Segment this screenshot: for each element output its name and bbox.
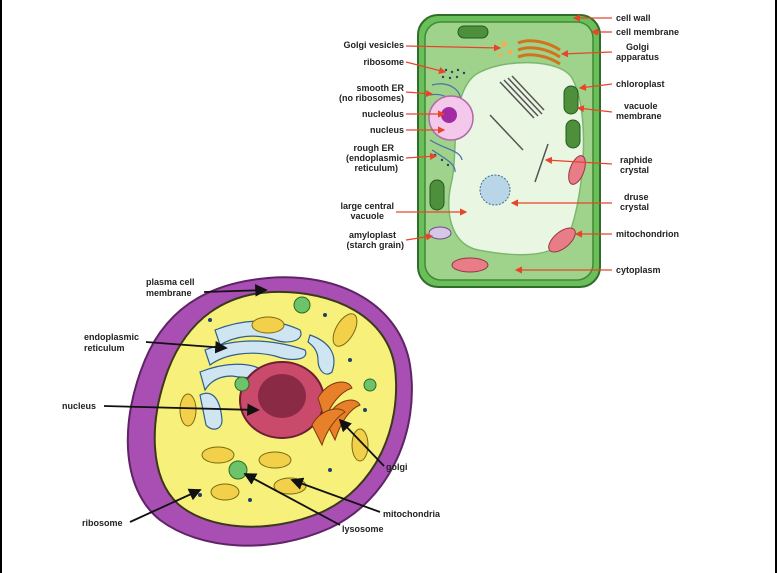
label-mitochondrion: mitochondrion (616, 229, 679, 239)
plant-cell (418, 15, 600, 287)
label-amyloplast-2: (starch grain) (346, 240, 404, 250)
label-nucleus-animal: nucleus (62, 401, 96, 411)
label-golgi: golgi (386, 462, 408, 472)
label-raphide-crystal-2: crystal (620, 165, 649, 175)
label-central-vacuole-2: vacuole (350, 211, 384, 221)
label-mitochondria: mitochondria (383, 509, 441, 519)
label-cytoplasm: cytoplasm (616, 265, 661, 275)
label-rough-er-3: reticulum) (354, 163, 398, 173)
label-nucleus-plant: nucleus (370, 125, 404, 135)
label-plasma-membrane: plasma cell (146, 277, 195, 287)
label-smooth-er: smooth ER (356, 83, 404, 93)
label-endoplasmic-reticulum: endoplasmic (84, 332, 139, 342)
label-golgi-vesicles: Golgi vesicles (343, 40, 404, 50)
animal-nucleolus (258, 374, 306, 418)
amyloplast (429, 227, 451, 239)
label-cell-wall: cell wall (616, 13, 651, 23)
label-druse-crystal-2: crystal (620, 202, 649, 212)
druse-crystal (480, 175, 510, 205)
label-smooth-er-note: (no ribosomes) (339, 93, 404, 103)
label-rough-er: rough ER (354, 143, 395, 153)
label-vacuole-membrane-2: membrane (616, 111, 662, 121)
label-cell-membrane: cell membrane (616, 27, 679, 37)
label-chloroplast: chloroplast (616, 79, 665, 89)
animal-cell (128, 277, 412, 545)
label-vacuole-membrane: vacuole (624, 101, 658, 111)
label-lysosome: lysosome (342, 524, 384, 534)
label-amyloplast: amyloplast (349, 230, 396, 240)
label-endoplasmic-reticulum-2: reticulum (84, 343, 125, 353)
label-plasma-membrane-2: membrane (146, 288, 192, 298)
label-central-vacuole: large central (340, 201, 394, 211)
label-ribosome-plant: ribosome (363, 57, 404, 67)
label-rough-er-2: (endoplasmic (346, 153, 404, 163)
label-ribosome-animal: ribosome (82, 518, 123, 528)
label-nucleolus: nucleolus (362, 109, 404, 119)
central-vacuole (449, 63, 584, 255)
label-golgi-apparatus-2: apparatus (616, 52, 659, 62)
label-druse-crystal: druse (624, 192, 649, 202)
label-raphide-crystal: raphide (620, 155, 653, 165)
plant-nucleolus (441, 107, 457, 123)
label-golgi-apparatus: Golgi (626, 42, 649, 52)
